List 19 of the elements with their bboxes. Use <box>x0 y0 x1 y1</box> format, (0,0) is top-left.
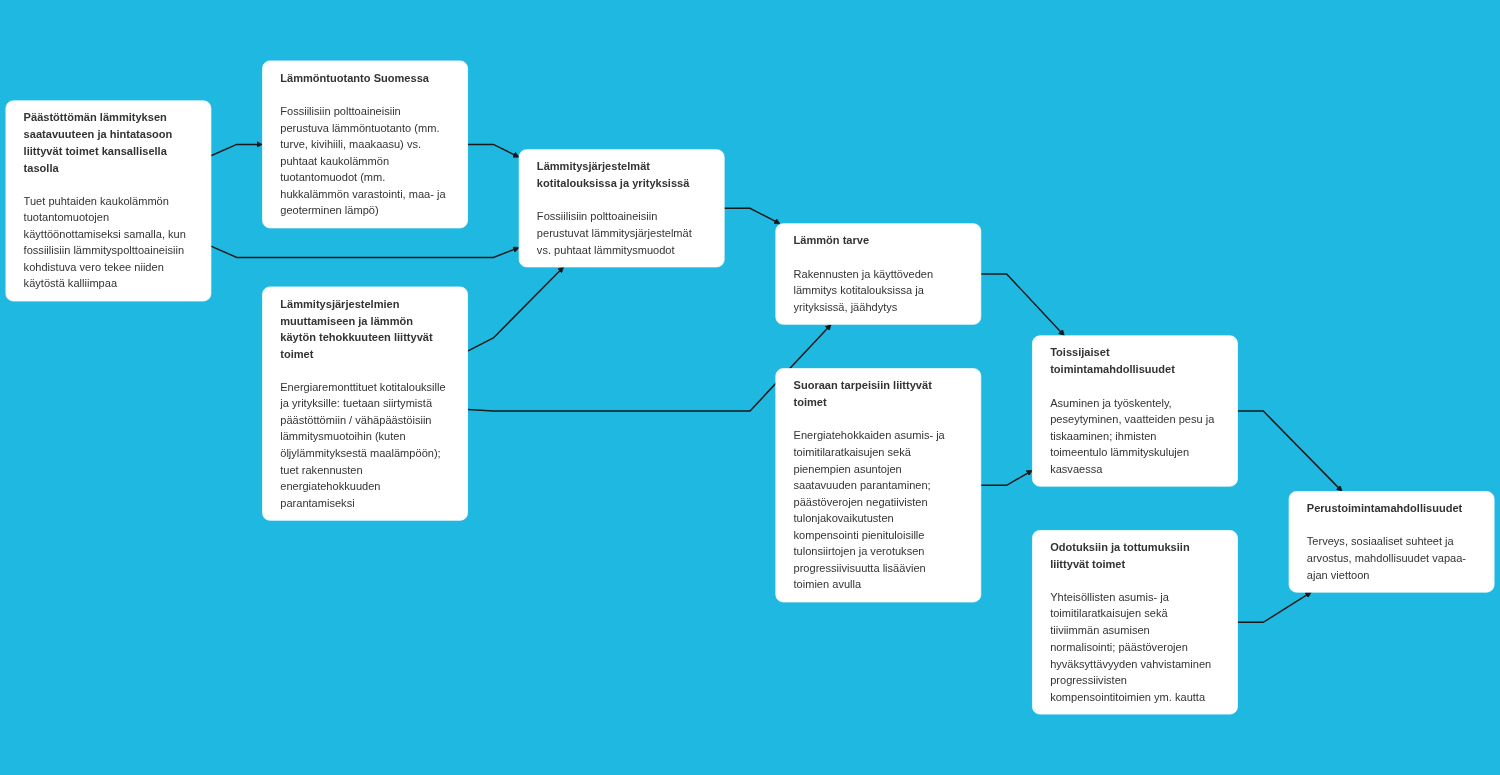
node-box: Toissijaiset toimintamahdollisuudet Asuminen ja työskentely, peseytyminen, vaatteiden pesu ja tiskaaminen; ihmisten toimeentulo lämmityskulujen kasvaessa <box>1032 335 1238 487</box>
node-box: Päästöttömän lämmityksen saatavuuteen ja hintatasoon liittyvät toimet kansallisella tasolla Tuet puhtaiden kaukolämmön tuotantomuotojen käyttöönottamiseksi samalla, kun fossiilisiin lämmityspolttoaineisiin kohdistuva vero tekee niiden käytöstä kalliimpaa <box>5 100 212 302</box>
node-box: Lämmöntuotanto Suomessa Fossiilisiin polttoaineisiin perustuva lämmöntuotanto (mm. turve, kivihiili, maakaasu) vs. puhtaat kaukolämmön tuotantomuodot (mm. hukkalämmön varastointi, maa- ja geoterminen lämpö) <box>262 60 468 229</box>
arrow <box>466 266 564 352</box>
arrow <box>980 273 1065 337</box>
arrow <box>466 324 832 412</box>
arrow <box>723 207 781 224</box>
arrow <box>210 245 520 259</box>
arrow <box>1236 591 1312 624</box>
node-box: Suoraan tarpeisiin liittyvät toimet Energiatehokkaiden asumis- ja toimitilaratkaisujen sekä pienempien asuntojen saatavuuden parantaminen; päästöverojen negatiivisten tulonjakovaikutusten kompensointi pienituloisille tulonsiirtojen ja verotuksen progressiivisuutta lisäävien toimien avulla <box>775 368 982 603</box>
node-box: Lämmitysjärjestelmien muuttamiseen ja lämmön käytön tehokkuuteen liittyvät toimet Energiaremonttituet kotitalouksille ja yrityksille: tuetaan siirtymistä päästöttömiin / vähäpäästöisiin lämmitysmuotoihin (kuten öljylämmityksestä maalämpöön); tuet rakennusten energiatehokkuuden parantamiseksi <box>262 286 468 521</box>
node-box: Odotuksiin ja tottumuksiin liittyvät toimet Yhteisöllisten asumis- ja toimitilaratkaisujen sekä tiiviimmän asumisen normalisointi; päästöverojen hyväksyttävyyden vahvistaminen progressiivisten kompensointitoimien ym. kautta <box>1032 530 1238 715</box>
node-box: Lämmön tarve Rakennusten ja käyttöveden lämmitys kotitalouksissa ja yrityksissä, jäähdytys <box>775 223 982 325</box>
arrow <box>980 470 1033 487</box>
node-box: Perustoimintamahdollisuudet Terveys, sosiaaliset suhteet ja arvostus, mahdollisuudet vapaa-ajan viettoon <box>1288 491 1495 593</box>
node-box: Lämmitysjärjestelmät kotitalouksissa ja yrityksissä Fossiilisiin polttoaineisiin perustuvat lämmitysjärjestelmät vs. puhtaat lämmitysmuodot <box>518 149 725 268</box>
arrow <box>1236 410 1343 492</box>
arrow <box>210 141 263 157</box>
arrow <box>466 143 520 158</box>
